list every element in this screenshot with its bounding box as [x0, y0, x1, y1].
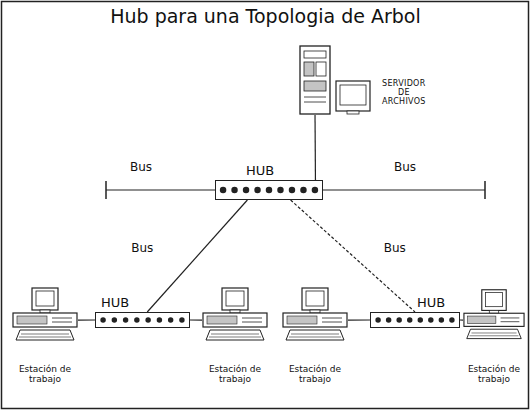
diagram-title: Hub para una Topologia de Arbol: [0, 5, 531, 27]
server-icon: [298, 45, 372, 115]
workstation-label: Estación de trabajo: [203, 364, 267, 385]
workstation-label: Estación de trabajo: [283, 364, 347, 385]
hub-box: HUB: [95, 312, 190, 328]
computer-icon: [282, 286, 348, 348]
workstation: Estación de trabajo: [202, 286, 268, 348]
workstation: Estación de trabajo: [282, 286, 348, 348]
bus-label: Bus: [392, 160, 418, 174]
bus-connector: [348, 319, 370, 320]
workstation-label: Estación de trabajo: [13, 364, 77, 385]
edge-label: Bus: [382, 241, 408, 255]
hub-label: HUB: [246, 164, 274, 179]
file-server: SERVIDOR DE ARCHIVOS: [298, 45, 372, 115]
bus-connector: [78, 319, 95, 320]
edge-label: Bus: [129, 241, 155, 255]
bus-connector: [460, 319, 463, 320]
bus-label: Bus: [128, 160, 154, 174]
bus-line: [106, 189, 215, 190]
bus-connector: [147, 200, 247, 312]
hub-label: HUB: [101, 296, 129, 311]
hub-label: HUB: [417, 296, 445, 311]
bus-terminator: [105, 181, 107, 199]
bus-line: [323, 189, 485, 190]
workstation: Estación de trabajo: [463, 286, 525, 348]
computer-icon: [12, 286, 78, 348]
hub-ports: [96, 313, 189, 327]
computer-icon: [202, 286, 268, 348]
bus-connector: [314, 115, 316, 180]
hub-ports: [371, 313, 459, 327]
hub-box: HUB: [370, 312, 460, 328]
bus-connector: [190, 319, 202, 320]
hub-ports: [216, 181, 322, 199]
bus-connector: [291, 200, 415, 312]
bus-terminator: [484, 181, 486, 199]
server-label: SERVIDOR DE ARCHIVOS: [382, 79, 426, 107]
workstation: Estación de trabajo: [12, 286, 78, 348]
computer-icon: [463, 286, 525, 348]
hub-box: HUB: [215, 180, 323, 200]
workstation-label: Estación de trabajo: [462, 364, 526, 385]
